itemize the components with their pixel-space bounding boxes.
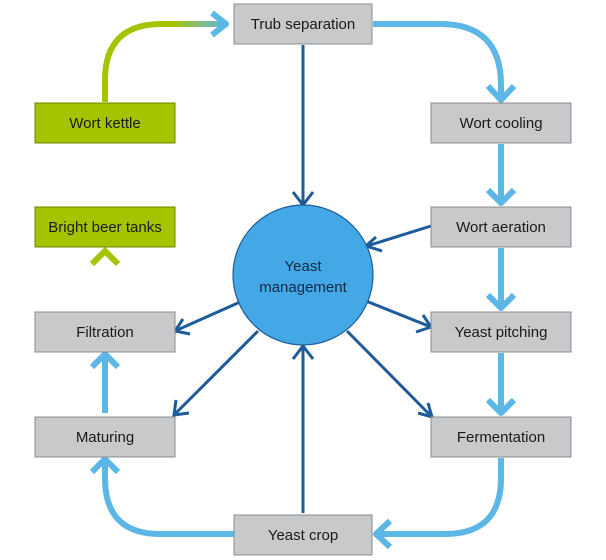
node-yeast-pitching-label: Yeast pitching: [455, 324, 548, 341]
node-trub-separation-label: Trub separation: [251, 16, 356, 33]
arrow-management-to-pitching: [365, 299, 432, 329]
flow-kettle-to-trub: [102, 21, 226, 102]
yeast-management-label-line2: management: [259, 279, 347, 296]
flow-arrowhead: [485, 292, 517, 311]
node-filtration: Filtration: [34, 311, 176, 353]
flow-arrowhead: [485, 83, 517, 103]
node-trub-separation: Trub separation: [233, 3, 373, 45]
yeast-management-circle: [232, 204, 374, 346]
management-arrows: [172, 45, 435, 513]
dark-arrowhead: [172, 399, 190, 417]
arrow-aeration-to-management: [366, 224, 432, 248]
node-maturing: Maturing: [34, 416, 176, 458]
node-bright-beer-tanks: Bright beer tanks: [34, 206, 176, 248]
node-wort-cooling: Wort cooling: [430, 102, 572, 144]
flow-arrowhead: [89, 351, 121, 370]
node-wort-cooling-label: Wort cooling: [459, 115, 542, 132]
node-wort-kettle-label: Wort kettle: [69, 115, 140, 132]
flow-arrowhead: [210, 10, 229, 38]
flow-crop-to-maturing: [102, 460, 234, 537]
arrow-management-to-fermentation: [345, 329, 434, 419]
dark-arrowhead: [291, 343, 315, 360]
flow-arrowhead: [485, 397, 517, 416]
yeast-management-label-line1: Yeast: [285, 258, 323, 275]
node-yeast-pitching: Yeast pitching: [430, 311, 572, 353]
flow-trub-to-cooling: [373, 21, 504, 99]
flow-arrowhead: [373, 518, 393, 550]
node-yeast-crop-label: Yeast crop: [268, 527, 338, 544]
node-maturing-label: Maturing: [76, 429, 134, 446]
process-flow: [89, 10, 517, 550]
node-fermentation: Fermentation: [430, 416, 572, 458]
arrow-management-to-maturing: [172, 329, 260, 417]
flow-arrowhead: [485, 187, 517, 206]
node-bright-beer-tanks-label: Bright beer tanks: [48, 219, 161, 236]
flow-fermentation-to-crop: [376, 458, 504, 537]
node-wort-aeration: Wort aeration: [430, 206, 572, 248]
flow-arrowhead: [89, 456, 121, 475]
node-fermentation-label: Fermentation: [457, 429, 545, 446]
arrow-management-to-filtration: [174, 300, 241, 333]
node-filtration-label: Filtration: [76, 324, 134, 341]
node-wort-kettle: Wort kettle: [34, 102, 176, 144]
node-yeast-crop: Yeast crop: [233, 514, 373, 556]
node-wort-aeration-label: Wort aeration: [456, 219, 546, 236]
flow-arrowhead: [89, 246, 121, 267]
yeast-management-node: Yeast management: [232, 204, 374, 346]
